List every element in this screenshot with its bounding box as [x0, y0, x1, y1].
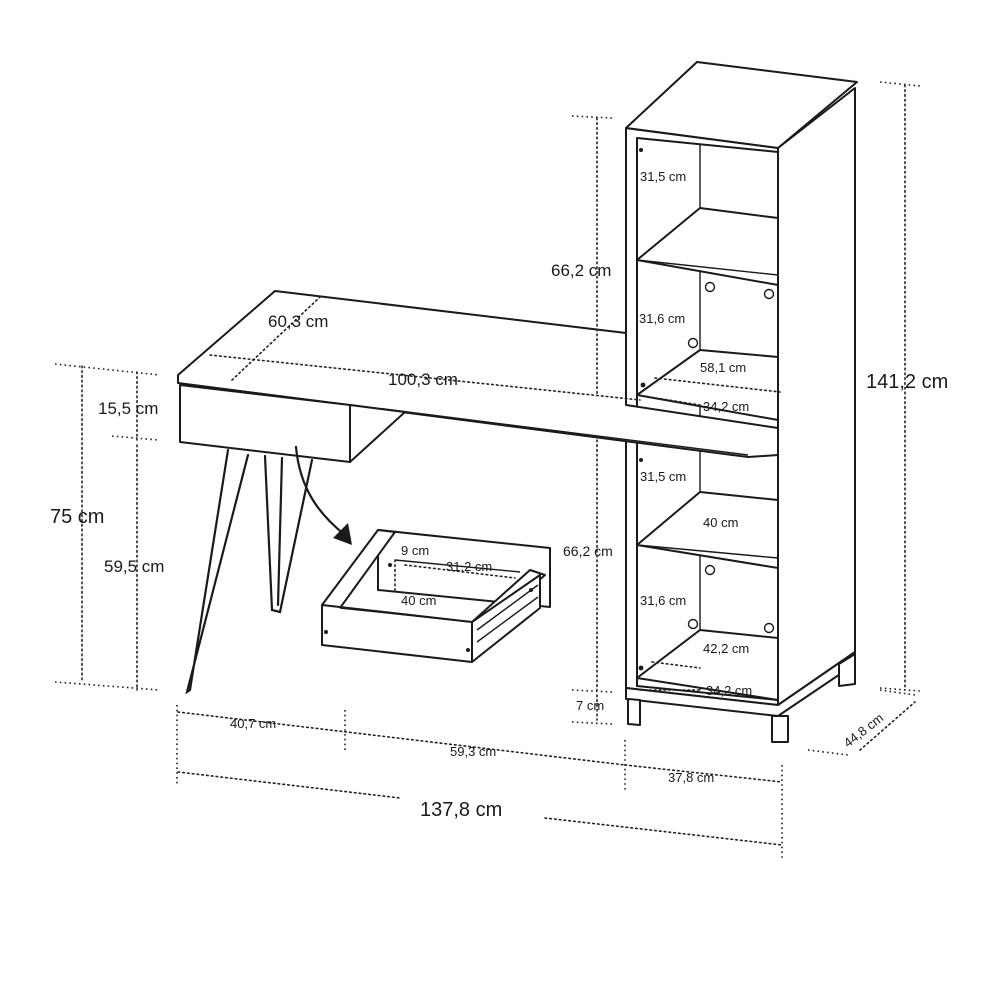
label-drawer-inner-width: 31,2 cm: [446, 559, 492, 574]
label-desk-height: 75 cm: [50, 506, 104, 528]
desk-leg: [276, 456, 284, 607]
label-total-width: 137,8 cm: [420, 799, 502, 821]
label-upper-inner-width: 34,2 cm: [703, 399, 749, 414]
desk-leg: [185, 448, 250, 695]
label-desk-top-width: 100,3 cm: [388, 370, 458, 389]
drawer-back: [377, 529, 551, 608]
drawer-arrow: [294, 445, 347, 537]
label-drawer-inner-height: 9 cm: [401, 543, 429, 558]
middle-fixed-shelf: [636, 349, 779, 421]
drawer-detail: [321, 529, 551, 663]
label-upper-tower-height: 66,2 cm: [551, 261, 611, 280]
label-drawer-section-width: 40,7 cm: [230, 716, 276, 731]
label-drawer-front-height: 15,5 cm: [98, 399, 158, 418]
tower-foot: [627, 698, 641, 726]
tower-side-panel: [777, 87, 856, 706]
label-total-height: 141,2 cm: [866, 371, 948, 393]
desk: [177, 290, 779, 695]
drawer-side: [349, 404, 406, 463]
label-lower-top-shelf: 31,5 cm: [640, 469, 686, 484]
label-base-height: 7 cm: [576, 698, 604, 713]
label-desk-depth: 60,3 cm: [268, 312, 328, 331]
label-middle-section-width: 59,3 cm: [450, 744, 496, 759]
dimension-lines: [54, 81, 921, 860]
label-leg-height: 59,5 cm: [104, 557, 164, 576]
label-lower-shelf-depth: 40 cm: [703, 515, 738, 530]
label-tower-depth: 44,8 cm: [841, 710, 887, 750]
label-tower-width: 37,8 cm: [668, 770, 714, 785]
label-drawer-inner-depth: 40 cm: [401, 593, 436, 608]
label-upper-bottom-shelf: 31,6 cm: [639, 311, 685, 326]
arrow-head-icon: [333, 523, 352, 545]
label-lower-tower-height: 66,2 cm: [563, 543, 613, 559]
upper-shelf: [636, 207, 779, 286]
label-lower-inner-depth: 42,2 cm: [703, 641, 749, 656]
tower-top-panel: [625, 61, 858, 149]
bottom-shelf: [636, 629, 779, 701]
tower-foot: [838, 653, 856, 687]
label-upper-inner-depth: 58,1 cm: [700, 360, 746, 375]
label-lower-inner-width: 34,2 cm: [706, 683, 752, 698]
tower-foot: [771, 715, 789, 743]
lower-shelf: [636, 491, 779, 569]
desk-leg: [263, 454, 314, 614]
label-upper-top-shelf: 31,5 cm: [640, 169, 686, 184]
label-lower-bottom-shelf: 31,6 cm: [640, 593, 686, 608]
